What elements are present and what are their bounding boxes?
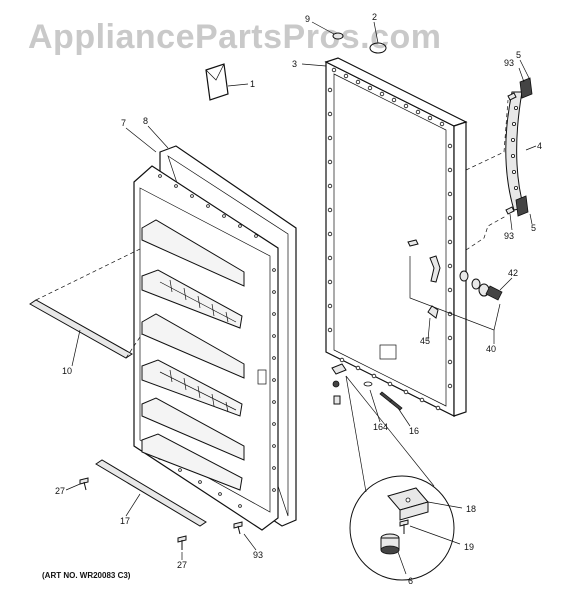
part-bottom-shelf-bar[interactable]: [95, 459, 207, 527]
callout-6: 6: [408, 576, 413, 586]
callout-27-left: 27: [55, 486, 65, 496]
part-screw-93-handle-bottom[interactable]: [505, 206, 515, 215]
callout-19: 19: [464, 542, 474, 552]
part-bottom-hinge-hardware[interactable]: [331, 363, 403, 411]
callout-4: 4: [537, 141, 542, 151]
part-shelf-bar[interactable]: [29, 299, 133, 359]
callout-45: 45: [420, 336, 430, 346]
callout-1: 1: [250, 79, 255, 89]
part-outer-door-panel[interactable]: [324, 57, 468, 417]
part-hinge-bushing[interactable]: [380, 533, 400, 555]
part-hinge-pin[interactable]: [399, 519, 409, 534]
detail-magnifier-circle: [345, 375, 455, 581]
part-screw-27-left[interactable]: [79, 477, 89, 491]
callout-10: 10: [62, 366, 72, 376]
callout-164: 164: [373, 422, 388, 432]
outer-door-rivets: [327, 67, 453, 411]
watermark-text: AppliancePartsPros.com: [28, 18, 441, 56]
callout-3: 3: [292, 59, 297, 69]
callout-9: 9: [305, 14, 310, 24]
part-handle-end-cap-top[interactable]: [519, 77, 533, 99]
callout-18: 18: [466, 504, 476, 514]
callout-27-bottom: 27: [177, 560, 187, 570]
callout-93-handle-bottom: 93: [504, 231, 514, 241]
part-manual-envelope[interactable]: [205, 63, 229, 101]
part-screw-93-liner[interactable]: [233, 521, 243, 535]
door-shelf-top: [141, 219, 245, 329]
callout-16: 16: [409, 426, 419, 436]
callout-8: 8: [143, 116, 148, 126]
callout-7: 7: [121, 118, 126, 128]
door-shelf-bottom: [141, 397, 245, 491]
part-lock-assembly[interactable]: [407, 239, 503, 319]
callout-93-liner: 93: [253, 550, 263, 560]
callout-5-bottom: 5: [531, 223, 536, 233]
part-handle-end-cap-bottom[interactable]: [515, 195, 529, 217]
part-hinge-bracket[interactable]: [387, 487, 429, 521]
callout-40: 40: [486, 344, 496, 354]
callout-17: 17: [120, 516, 130, 526]
callout-93-top: 93: [504, 58, 514, 68]
art-number-label: (ART NO. WR20083 C3): [42, 571, 131, 580]
part-door-handle[interactable]: [505, 91, 525, 211]
part-screw-27-bottom[interactable]: [177, 535, 187, 550]
callout-5-top: 5: [516, 50, 521, 60]
callout-2: 2: [372, 12, 377, 22]
part-screw-93-handle-top[interactable]: [507, 92, 517, 101]
door-shelf-middle: [141, 313, 245, 417]
callout-42: 42: [508, 268, 518, 278]
